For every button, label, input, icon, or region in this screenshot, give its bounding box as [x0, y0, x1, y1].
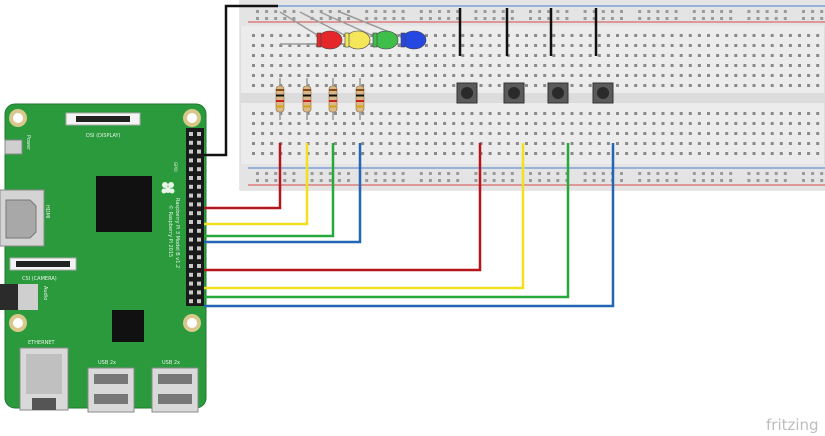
- hdmi-label: HDMI: [44, 205, 50, 218]
- audio-label: Audio: [42, 286, 48, 300]
- power-label: Power: [25, 135, 31, 151]
- push-button: [592, 82, 614, 104]
- button-yellow-wire: [204, 143, 525, 290]
- usb-left-label: USB 2x: [98, 360, 116, 366]
- resistor: [355, 78, 365, 120]
- fritzing-watermark: fritzing: [766, 416, 819, 434]
- button-green-wire: [204, 143, 570, 299]
- button-blue-wire: [204, 143, 615, 308]
- copyright-text: © Raspberry Pi 2015: [167, 205, 174, 257]
- usb-right-label: USB 2x: [162, 360, 180, 366]
- gpio-header: [186, 128, 204, 306]
- usb-port-left: [87, 367, 135, 413]
- led-red-wire: [204, 143, 282, 210]
- push-button: [456, 82, 478, 104]
- usb-port-right: [151, 367, 199, 413]
- raspberry-pi-board: DSI (DISPLAY) Power HDMI CSI (CAMERA) Au…: [0, 103, 207, 413]
- resistor: [302, 78, 312, 120]
- gpio-label: GPIO: [173, 162, 178, 172]
- led-green: [372, 30, 399, 50]
- ethernet-port: [19, 347, 69, 411]
- push-button: [503, 82, 525, 104]
- push-button: [547, 82, 569, 104]
- ground-wires: [204, 4, 598, 157]
- usb-controller-chip: [112, 310, 144, 342]
- dsi-label: DSI (DISPLAY): [86, 133, 121, 139]
- model-text: Raspberry Pi 3 Model B v1.2: [174, 198, 180, 268]
- led-yellow: [344, 30, 371, 50]
- csi-label: CSI (CAMERA): [22, 276, 57, 282]
- led-green-wire: [204, 143, 335, 238]
- ethernet-label: ETHERNET: [28, 340, 56, 346]
- led-blue: [400, 30, 427, 50]
- resistor: [275, 78, 285, 120]
- led-red: [316, 30, 343, 50]
- breadboard: [239, 0, 825, 191]
- power-port: [4, 139, 23, 155]
- led-blue-wire: [204, 143, 362, 244]
- led-yellow-wire: [204, 143, 309, 226]
- resistor: [328, 78, 338, 120]
- soc-chip: [96, 176, 152, 232]
- raspberry-logo: [161, 182, 175, 194]
- button-red-wire: [204, 143, 482, 272]
- signal-wires: [204, 143, 615, 308]
